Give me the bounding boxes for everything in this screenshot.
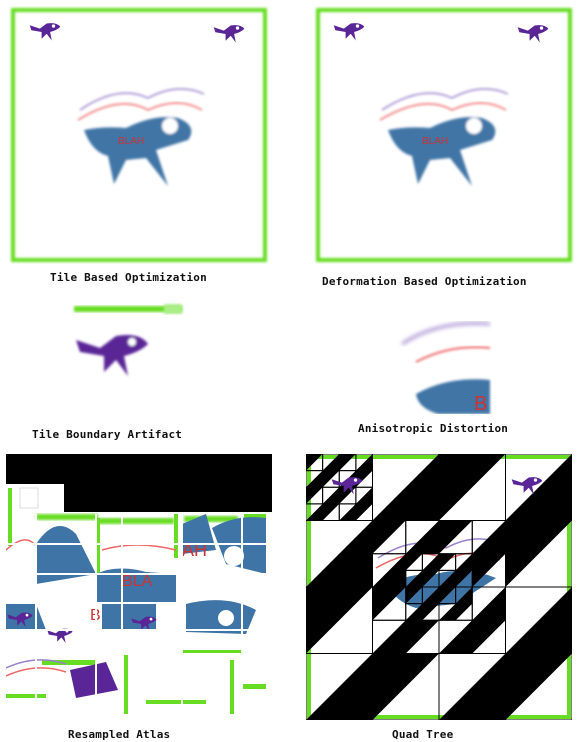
quad-tree-image (306, 454, 572, 720)
quad-tree-triangle (439, 587, 456, 604)
quad-tree-triangle (472, 553, 506, 587)
quad-tree-triangle (306, 470, 323, 488)
tile-based-image: BLAH (11, 8, 267, 262)
quad-tree-triangle (455, 570, 473, 587)
quad-tree-triangle (472, 587, 506, 621)
quad-tree-triangle (422, 587, 439, 604)
bird-icon (333, 23, 365, 41)
tile-based-panel: BLAH (8, 6, 270, 264)
quad-tree-triangle (405, 587, 423, 604)
caption-tile-boundary: Tile Boundary Artifact (32, 428, 183, 441)
quad-tree-triangle (355, 454, 373, 471)
quad-tree-panel (306, 454, 572, 720)
fish-shape (388, 117, 496, 186)
resampled-atlas-image: AH BLA B (6, 454, 272, 720)
quad-tree-triangle (306, 520, 373, 587)
quad-tree-triangle (322, 454, 340, 471)
quad-tree-triangle (339, 503, 356, 521)
texture-text: BLAH (422, 136, 448, 147)
svg-text:BLA: BLA (122, 573, 153, 590)
quad-tree-triangle (455, 553, 473, 571)
caption-quad-tree: Quad Tree (392, 728, 454, 741)
resampled-atlas-panel: AH BLA B (6, 454, 272, 720)
quad-tree-triangle (405, 603, 423, 621)
caption-anisotropic: Anisotropic Distortion (358, 422, 509, 435)
quad-tree-triangle (439, 553, 456, 571)
quad-tree-triangle (339, 454, 356, 471)
quad-tree-cell (505, 653, 572, 720)
quad-tree-triangle (405, 620, 439, 654)
quad-tree-triangle (372, 653, 439, 720)
quad-tree-triangle (439, 620, 473, 654)
anisotropic-image: B (401, 322, 491, 414)
quad-tree-triangle (306, 587, 373, 654)
quad-tree-triangle (322, 487, 340, 504)
bird-icon (29, 23, 61, 41)
quad-tree-triangle (505, 520, 572, 587)
quad-tree-triangle (439, 653, 506, 720)
texture-text: BLAH (118, 136, 144, 147)
quad-tree-triangle (472, 620, 506, 654)
caption-deformation-based: Deformation Based Optimization (322, 275, 527, 288)
atlas-seams (6, 514, 272, 720)
quad-tree-triangle (455, 603, 473, 621)
deformation-based-panel: BLAH (314, 6, 576, 264)
bird-icon (517, 25, 549, 43)
quad-tree-triangle (455, 587, 473, 604)
quad-tree-triangle (372, 587, 406, 621)
quad-tree-triangle (439, 603, 456, 621)
bird-icon (76, 335, 148, 376)
caption-tile-based: Tile Based Optimization (50, 271, 207, 284)
quad-tree-cells (306, 454, 572, 720)
quad-tree-triangle (306, 454, 323, 471)
quad-tree-triangle (322, 503, 340, 521)
tile-boundary-image (74, 304, 182, 376)
tile-boundary-panel (60, 300, 190, 390)
quad-tree-triangle (355, 503, 373, 521)
quad-tree-triangle (405, 553, 423, 571)
quad-tree-triangle (422, 570, 439, 587)
quad-tree-triangle (472, 520, 506, 554)
quad-tree-triangle (372, 620, 406, 654)
quad-tree-triangle (306, 487, 323, 504)
fish-shape (84, 117, 192, 186)
deformation-based-image: BLAH (316, 8, 572, 262)
quad-tree-triangle (372, 553, 406, 587)
quad-tree-triangle (372, 454, 439, 521)
quad-tree-triangle (355, 470, 373, 488)
quad-tree-triangle (505, 454, 572, 521)
quad-tree-triangle (306, 503, 323, 521)
atlas-tiles: AH BLA B (6, 487, 272, 714)
caption-resampled-atlas: Resampled Atlas (68, 728, 171, 741)
quad-tree-triangle (439, 454, 506, 521)
quad-tree-triangle (439, 520, 473, 554)
quad-tree-triangle (439, 570, 456, 587)
quad-tree-triangle (505, 653, 572, 720)
quad-tree-triangle (505, 587, 572, 654)
quad-tree-triangle (405, 570, 423, 587)
bird-icon (213, 25, 245, 43)
quad-tree-triangle (405, 520, 439, 554)
anisotropic-panel: B (398, 318, 492, 414)
quad-tree-triangle (372, 520, 406, 554)
quad-tree-triangle (355, 487, 373, 504)
quad-tree-triangle (422, 553, 439, 571)
svg-text:B: B (474, 393, 487, 414)
quad-tree-triangle (422, 603, 439, 621)
quad-tree-triangle (306, 653, 373, 720)
quad-tree-triangle (322, 470, 340, 488)
